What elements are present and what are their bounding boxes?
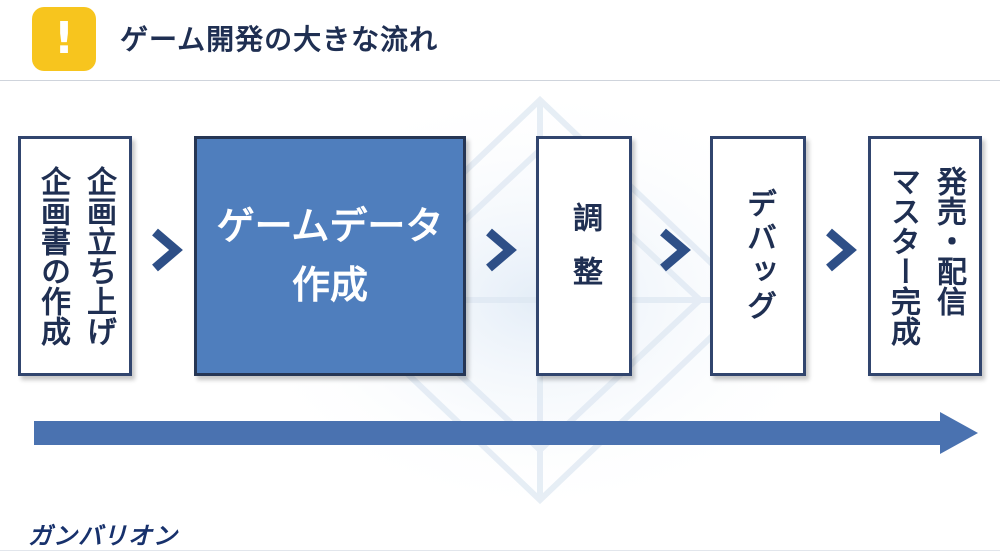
step-release-line-2: マスター完成 [885,166,920,346]
chevron-right-icon [826,228,857,272]
step-release-text: 発売・配信 マスター完成 [879,166,971,346]
chevron-right-icon [660,228,691,272]
exclamation-icon: ! [53,13,75,64]
step-adjustment-text: 調整 [567,202,602,310]
step-planning-line-1: 企画立ち上げ [81,166,116,346]
footer-divider [0,550,1000,551]
step-game-data: ゲームデータ 作成 [194,136,466,376]
step-game-data-line-1: ゲームデータ [216,204,444,249]
step-debug: デバッグ [710,136,806,376]
page-title: ゲーム開発の大きな流れ [120,23,439,56]
chevron-right-icon [486,228,517,272]
step-debug-text: デバッグ [741,188,776,324]
step-adjustment: 調整 [536,136,632,376]
step-game-data-line-2: 作成 [291,263,368,307]
header-divider [0,80,1000,81]
step-planning-text: 企画立ち上げ 企画書の作成 [29,166,121,346]
step-game-data-text: ゲームデータ 作成 [217,197,444,315]
timeline-arrow [34,412,978,454]
brand-logo: ガンバリオン [28,522,178,550]
header: ! ゲーム開発の大きな流れ [0,0,1000,80]
step-release-line-1: 発売・配信 [931,166,966,316]
step-planning: 企画立ち上げ 企画書の作成 [18,136,132,376]
step-release: 発売・配信 マスター完成 [868,136,982,376]
chevron-right-icon [152,228,183,272]
step-planning-line-2: 企画書の作成 [35,166,70,346]
warning-badge: ! [32,7,96,71]
